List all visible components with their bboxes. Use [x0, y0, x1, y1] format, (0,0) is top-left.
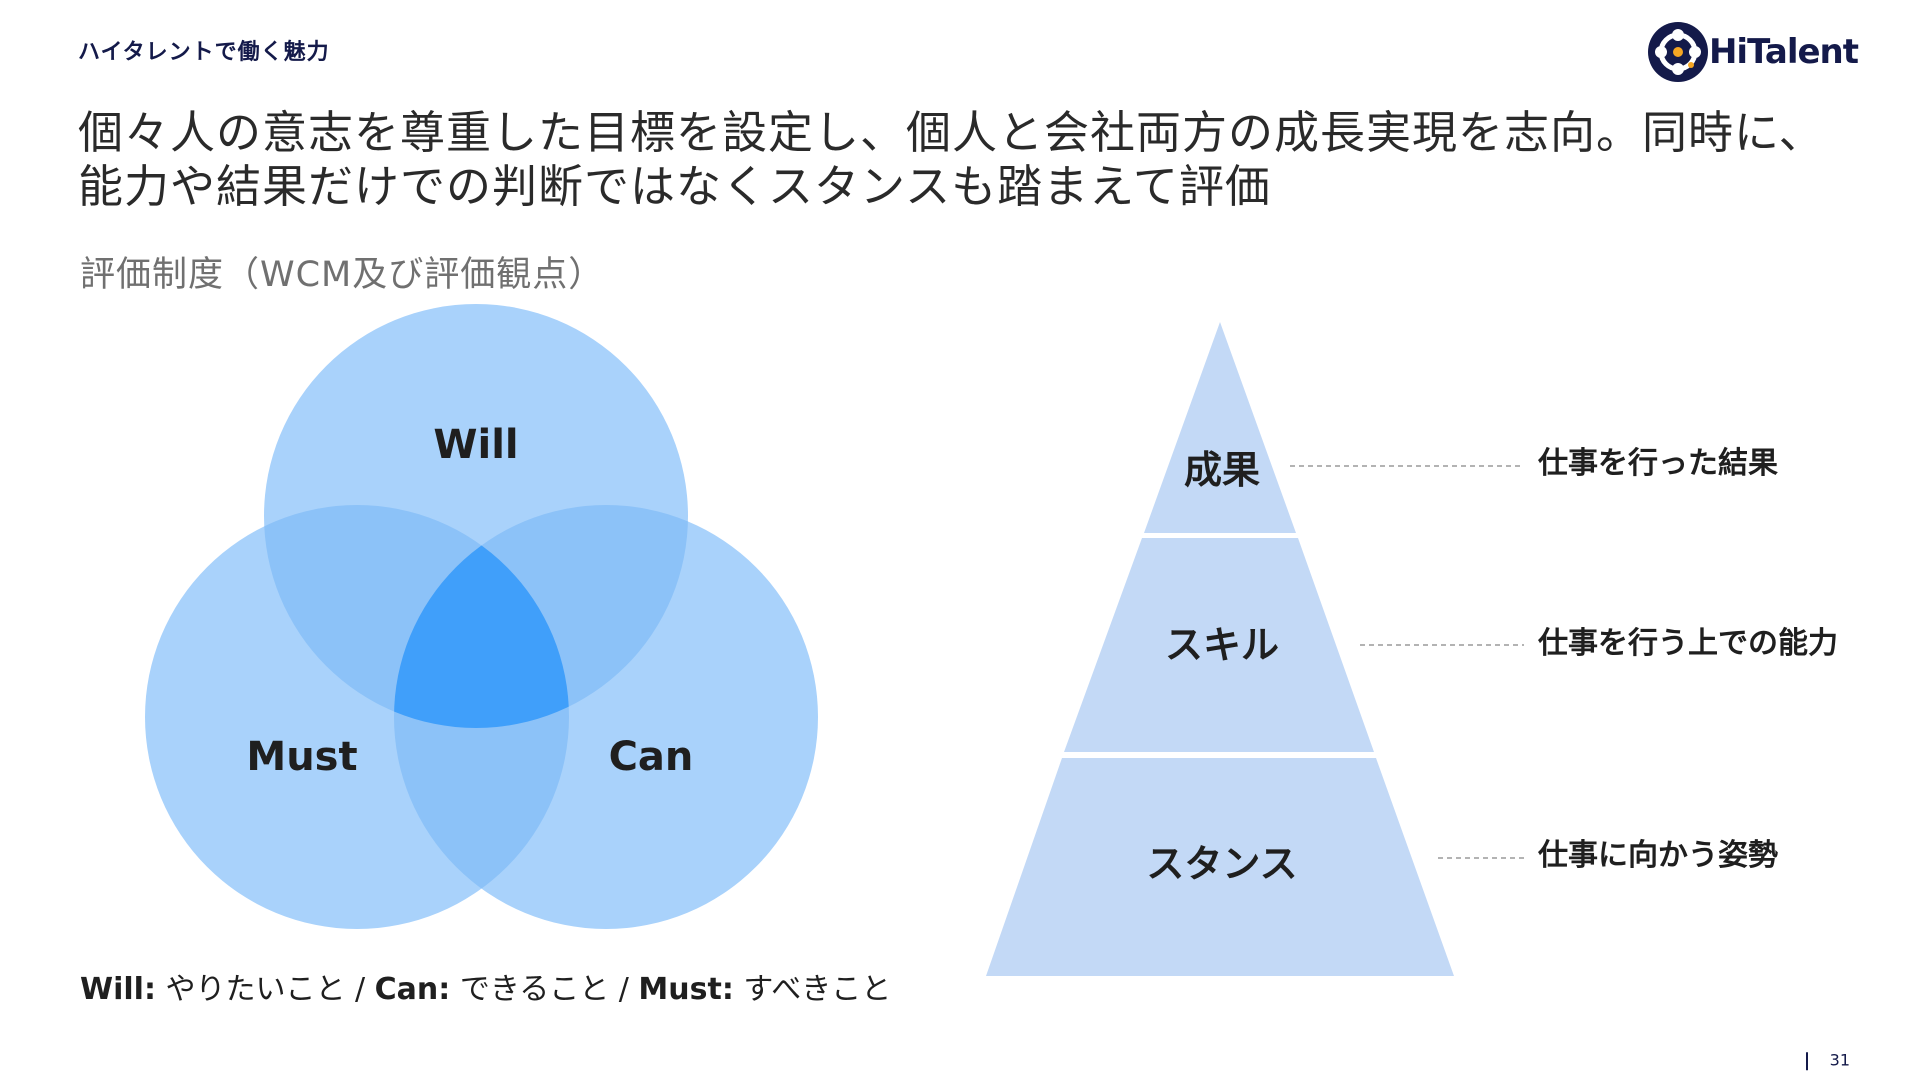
caption-can-text: できること /	[450, 972, 639, 1007]
venn-label-must: Must	[246, 734, 357, 780]
section-label: ハイタレントで働く魅力	[78, 40, 330, 65]
pyramid-label-stance: スタンス	[1146, 842, 1297, 886]
pyramid-desc-skill: 仕事を行う上での能力	[1537, 626, 1838, 661]
logo-mark-icon	[1647, 22, 1708, 82]
venn-label-will: Will	[433, 422, 518, 468]
headline: 個々人の意志を尊重した目標を設定し、個人と会社両方の成長実現を志向。同時に、 能…	[78, 106, 1858, 214]
pyramid-label-results: 成果	[1184, 448, 1260, 492]
sub-heading: 評価制度（WCM及び評価観点）	[80, 255, 605, 295]
page-number-divider	[1805, 1051, 1808, 1070]
venn-center-overlap	[394, 505, 569, 728]
pyramid-level-results	[1144, 322, 1296, 533]
caption-will-text: やりたいこと /	[155, 972, 375, 1007]
wcm-legend-caption: Will: やりたいこと / Can: できること / Must: すべきこと	[80, 964, 891, 1008]
headline-line-2: 能力や結果だけでの判断ではなくスタンスも踏まえて評価	[78, 160, 1271, 213]
venn-diagram: Will Must Can	[145, 304, 818, 929]
logo-wordmark: HiTalent	[1708, 32, 1859, 72]
pyramid-desc-stance: 仕事に向かう姿勢	[1537, 838, 1778, 873]
pyramid-label-skill: スキル	[1165, 623, 1279, 667]
page-number: 31	[1805, 1050, 1850, 1070]
headline-line-1: 個々人の意志を尊重した目標を設定し、個人と会社両方の成長実現を志向。同時に、	[78, 106, 1825, 159]
caption-must-key: Must:	[638, 972, 734, 1007]
evaluation-pyramid: 成果 スキル スタンス 仕事を行った結果 仕事を行う上での能力 仕事に向かう姿勢	[986, 322, 1838, 976]
page-number-value: 31	[1829, 1050, 1850, 1070]
caption-will-key: Will:	[80, 972, 156, 1007]
caption-can-key: Can:	[374, 972, 451, 1007]
venn-label-can: Can	[609, 734, 694, 780]
pyramid-level-skill	[1064, 538, 1374, 752]
hitalent-logo: HiTalent	[1647, 20, 1859, 84]
caption-must-text: すべきこと	[733, 972, 892, 1007]
pyramid-level-stance	[986, 758, 1454, 976]
pyramid-desc-results: 仕事を行った結果	[1537, 446, 1778, 481]
